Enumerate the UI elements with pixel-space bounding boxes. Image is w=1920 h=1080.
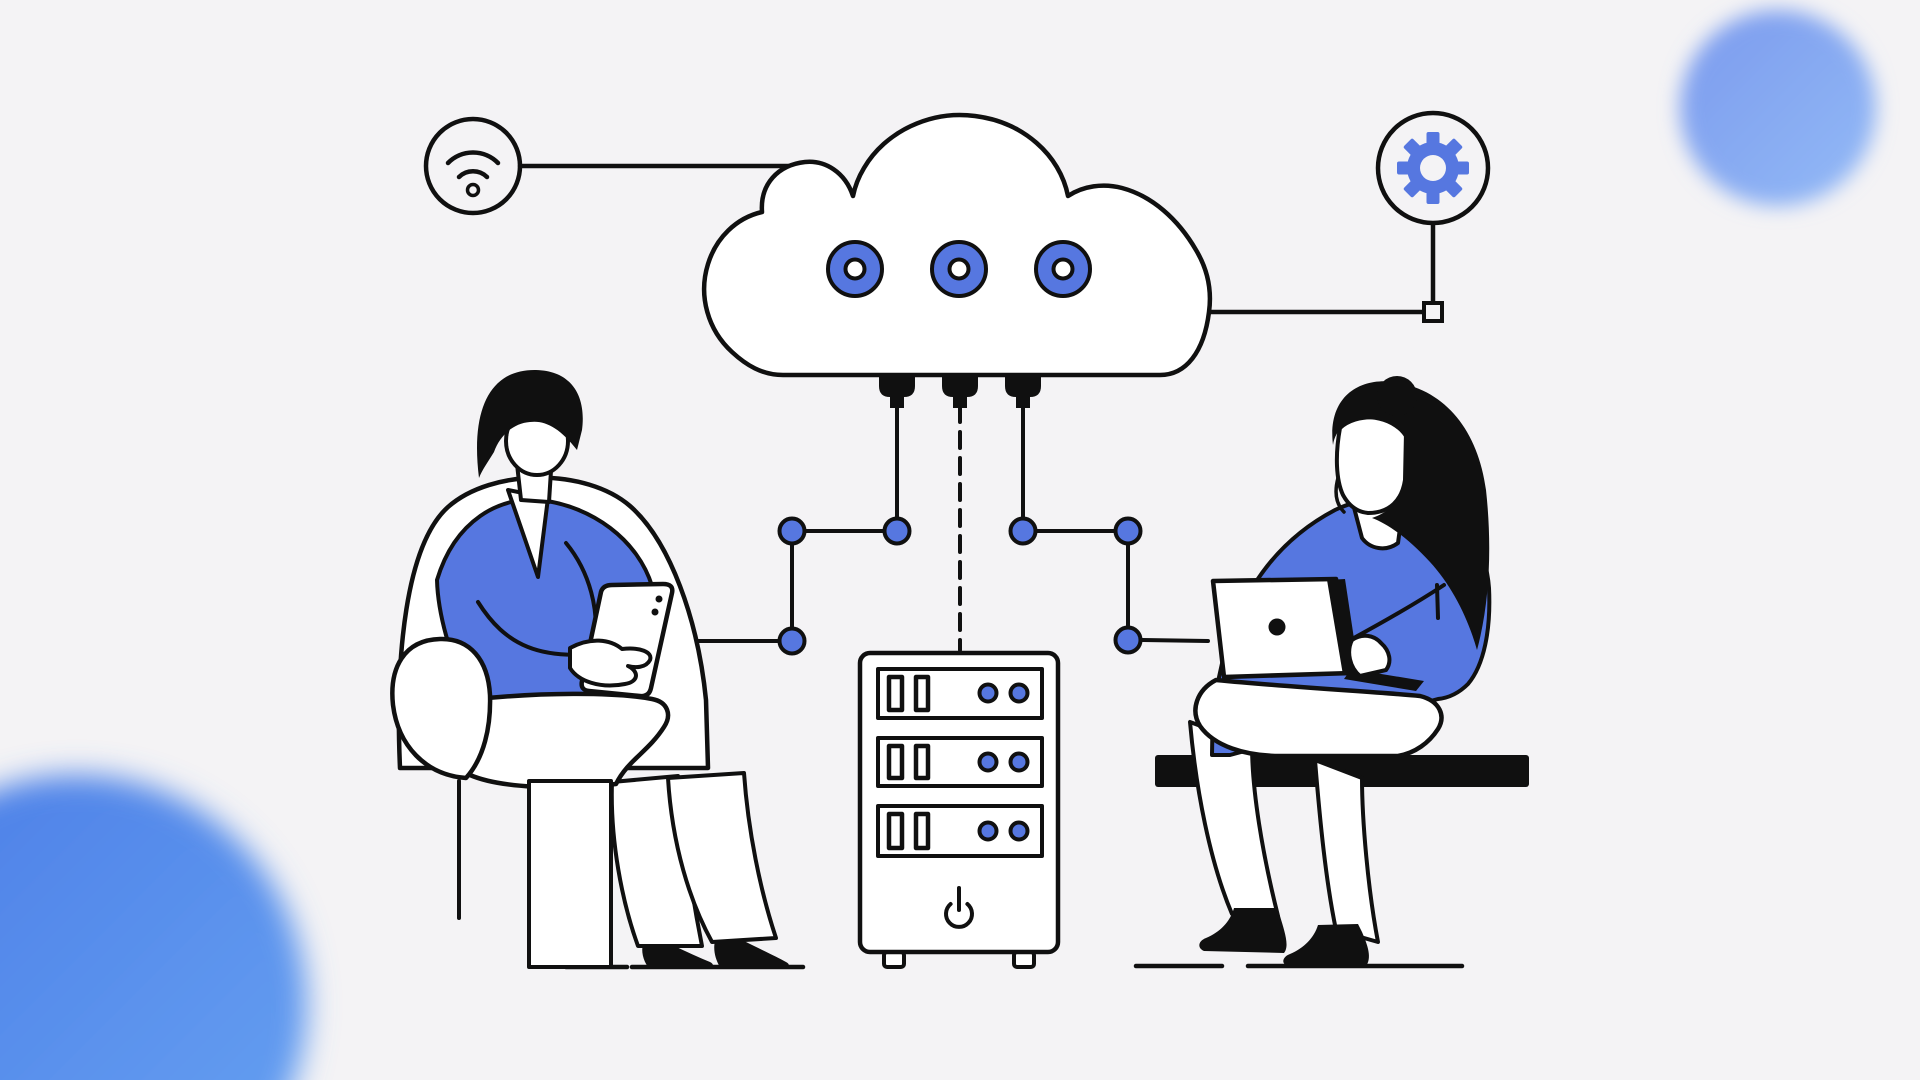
circuit-nodes [777, 516, 1143, 656]
wifi-node [423, 116, 793, 216]
circuit-node [882, 516, 912, 546]
circuit-node [1113, 516, 1143, 546]
server-led [1008, 820, 1030, 842]
face [1334, 415, 1408, 515]
circuit-lines [658, 404, 1210, 656]
woman-with-tablet [390, 369, 789, 969]
plug-icon [942, 374, 978, 408]
server-led [1008, 751, 1030, 773]
server-row [876, 736, 1044, 788]
cloud-storage-dots [826, 240, 1092, 298]
laptop-logo-dot [1268, 618, 1286, 636]
connector-square [1422, 301, 1444, 323]
hand [568, 638, 653, 688]
plug-icon [1005, 374, 1041, 408]
server-tower [857, 650, 1061, 969]
wifi-circle [423, 116, 523, 216]
armchair-armrest [390, 636, 493, 781]
plug-icon [879, 374, 915, 408]
hair-bun [1377, 376, 1417, 416]
tablet-camera-dot [651, 608, 659, 616]
power-icon [944, 886, 974, 929]
hair-bob [477, 369, 583, 478]
server-led [977, 820, 999, 842]
server-row [876, 667, 1044, 720]
woman-with-laptop [1155, 376, 1529, 966]
armchair-front-leg [527, 779, 613, 969]
server-led [977, 751, 999, 773]
gear-icon [1397, 132, 1469, 204]
circuit-node [1113, 625, 1143, 655]
shoe [1199, 908, 1287, 953]
server-body [857, 650, 1061, 955]
circuit-node [777, 626, 807, 656]
server-led [1008, 682, 1030, 704]
server-led [977, 682, 999, 704]
shoe [1283, 924, 1369, 966]
gear-node [1207, 110, 1491, 323]
hair-strand [1334, 476, 1346, 514]
wifi-icon [445, 150, 501, 198]
server-row [876, 804, 1044, 858]
cloud [701, 112, 1213, 378]
shin [666, 771, 778, 944]
thigh [1193, 677, 1444, 759]
shoe [714, 941, 789, 967]
hand [1347, 633, 1392, 678]
tablet-camera-dot [655, 595, 663, 603]
circuit-node [777, 516, 807, 546]
elbow-crease [1435, 583, 1440, 620]
hair [1332, 381, 1490, 650]
laptop-link [1138, 638, 1210, 643]
background-blob-top-right [1680, 10, 1876, 206]
background-blob-bottom-left [0, 775, 307, 1080]
circuit-node [1008, 516, 1038, 546]
power-plugs [879, 374, 1041, 408]
shoe [642, 944, 713, 967]
